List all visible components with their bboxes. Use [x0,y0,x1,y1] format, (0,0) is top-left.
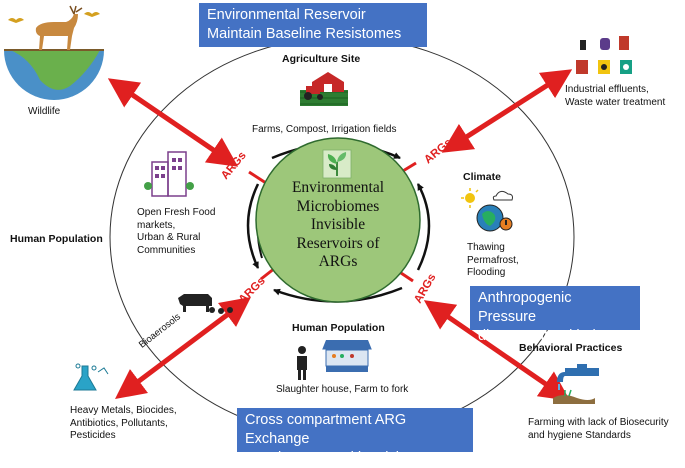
market-stall-icon [322,340,372,372]
args-label-tr: ARGs [422,137,454,167]
sun-cloud-icon [461,188,513,232]
chicken-icon [209,307,233,314]
heavy-metals-line: Heavy Metals, Biocides, [70,405,177,416]
markets-line: Communities [137,244,196,256]
center-line: Environmental [291,179,385,196]
human-population-bottom: Human Population [292,322,385,334]
climate-caption: Thawing Permafrost, Flooding [467,242,519,280]
heavy-metals-line: Antibiotics, Pollutants, [70,417,168,429]
arrow-industrial [441,69,573,153]
banner-cross-compartment: Cross compartment ARG Exchange –Fuels On… [237,408,473,466]
heavy-metals-line: Pesticides [70,430,116,441]
center-line: Reservoirs of [296,234,380,252]
markets-line: Urban & Rural [137,232,201,243]
arrow-heavy-metals [115,297,251,399]
center-line: ARGs [318,253,358,270]
banner-line: –Fuels One Health Crisis [245,450,407,466]
center-line: Invisible [310,216,366,233]
cattle-icon [178,294,212,312]
banner-environmental-reservoir: Environmental Reservoir Maintain Baselin… [199,3,427,47]
agriculture-title: Agriculture Site [282,53,361,65]
cycle-arrow-right [416,183,431,271]
person-icon [297,346,307,380]
center-circle [255,137,421,303]
markets-line: Open Fresh Food [137,207,216,218]
banner-line: disrupt Natural balance [478,328,628,344]
args-label-br: ARGs [412,272,438,306]
center-line: Microbiomes [296,197,380,215]
climate-line: Permafrost, [467,254,519,266]
chemical-bottles-icon [576,36,632,74]
banner-line: Cross compartment ARG Exchange [245,412,407,447]
farming-line: and hygiene Standards [528,429,631,441]
diagram-canvas: ARGs ARGs ARGs ARGs [4,5,632,438]
climate-line: Thawing [467,242,505,253]
globe-icon [4,49,104,100]
wildlife-label: Wildlife [28,106,61,117]
faucet-icon [553,364,599,404]
markets-line: markets, [137,219,176,231]
agriculture-caption: Farms, Compost, Irrigation fields [252,124,397,135]
climate-line: Flooding [467,267,506,278]
heavy-metals-caption: Heavy Metals, Biocides, Antibiotics, Pol… [70,405,177,443]
banner-line: Environmental Reservoir [207,7,366,23]
dash-tl [248,170,267,185]
center-label: Environmental Microbiomes Invisible Rese… [262,179,414,272]
deer-icon [35,5,83,50]
slaughter-caption: Slaughter house, Farm to fork [276,384,409,395]
arrow-farming [423,300,571,401]
flask-icon [73,363,109,391]
banner-anthropogenic-pressure: Anthropogenic Pressure disrupt Natural b… [470,286,640,344]
sprout-icon [322,149,352,179]
behavioral-title: Behavioral Practices [519,342,623,354]
banner-line: Maintain Baseline Resistomes [207,26,402,42]
industrial-caption: Industrial effluents, Waste water treatm… [565,84,665,109]
args-label-bl: ARGs [237,275,268,306]
farming-line: Farming with lack of Biosecurity [528,417,669,428]
climate-title: Climate [463,171,501,183]
arrow-wildlife [107,78,239,167]
bird-icon [8,12,100,23]
markets-caption: Open Fresh Food markets, Urban & Rural C… [137,207,215,257]
industrial-line: Waste water treatment [565,96,666,108]
farming-caption: Farming with lack of Biosecurity and hyg… [528,417,669,442]
buildings-icon [144,151,194,197]
banner-line: Anthropogenic Pressure [478,290,572,325]
tractor-icon [304,86,323,100]
cycle-arrow-left [246,183,260,269]
human-population-left: Human Population [10,233,103,245]
industrial-line: Industrial effluents, [565,84,649,95]
